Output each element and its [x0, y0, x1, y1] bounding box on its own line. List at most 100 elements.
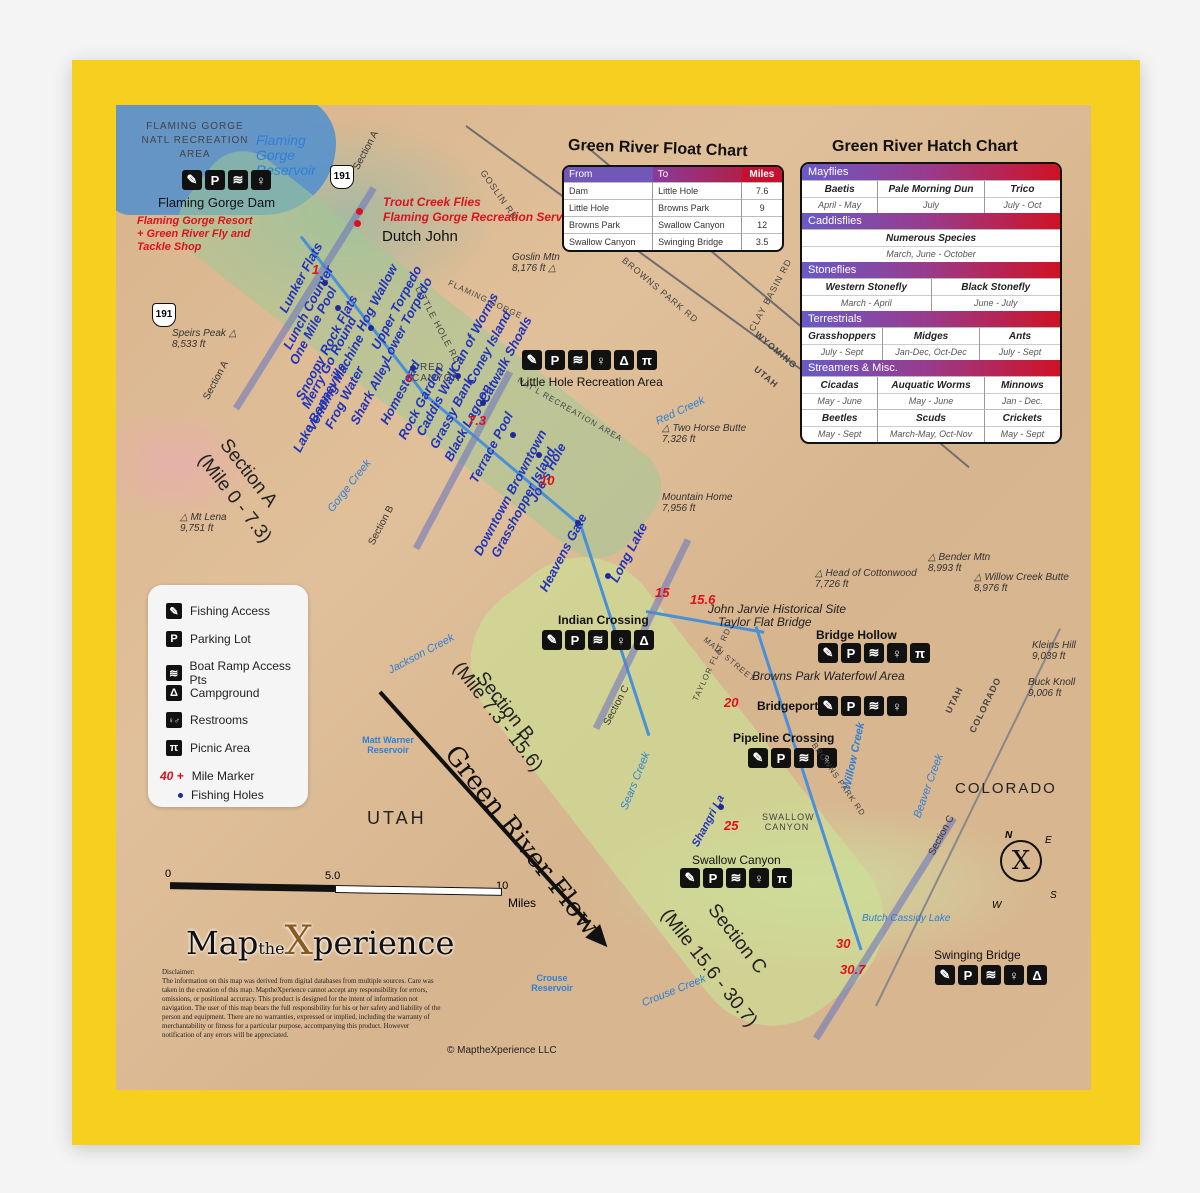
campground-icon: Δ: [166, 685, 182, 701]
fishing-access-icon: ✎: [818, 643, 838, 663]
restrooms-icon: ♀: [591, 350, 611, 370]
legend-item: ♀♂Restrooms: [166, 712, 248, 728]
us-191-shield: 191: [330, 165, 354, 189]
hatch-insect: Grasshoppers: [802, 328, 882, 345]
boat-ramp-icon: ≋: [864, 643, 884, 663]
compass-e: E: [1045, 835, 1052, 846]
fishing-hole-dot: [455, 373, 461, 379]
disclaimer-title: Disclaimer:: [162, 968, 195, 976]
place-taylor-flat-bridge: Taylor Flat Bridge: [718, 615, 812, 629]
fishing-access-icon: ✎: [182, 170, 202, 190]
hatch-insect: Scuds: [878, 410, 984, 427]
region-red-canyon: RED CANYON: [412, 362, 461, 384]
hatch-insect: Pale Morning Dun: [878, 181, 984, 198]
hatch-dates: July - Sept: [820, 347, 864, 357]
hatch-insect: Midges: [883, 328, 979, 345]
picnic-area-icon: π: [772, 868, 792, 888]
parking-icon: P: [841, 696, 861, 716]
mile-marker-5: 5: [406, 373, 413, 385]
float-to: Little Hole: [652, 182, 743, 200]
legend-label: Fishing Access: [190, 604, 271, 618]
hatch-dates: Jan-Dec, Oct-Dec: [895, 347, 967, 357]
boat-ramp-icon: ≋: [726, 868, 746, 888]
scale-tick-5: 5.0: [325, 870, 341, 882]
bridgeport-amenities: ✎ P ≋ ♀: [818, 696, 907, 716]
fishing-hole-dot-icon: [178, 792, 183, 798]
place-swinging-bridge: Swinging Bridge: [934, 948, 1021, 962]
region-utah: UTAH: [367, 808, 427, 828]
boat-ramp-icon: ≋: [794, 748, 814, 768]
restrooms-icon: ♀: [817, 748, 837, 768]
hatch-dates: July - Oct: [1003, 200, 1042, 210]
mile-marker-7-3: 7.3: [468, 413, 487, 428]
hatch-insect: Trico: [984, 181, 1060, 198]
hatch-dates: May - Sept: [1000, 429, 1045, 439]
float-to: Browns Park: [652, 199, 743, 217]
water-matt-warner: Matt Warner Reservoir: [362, 735, 414, 755]
float-miles: 7.6: [741, 182, 782, 200]
hatch-category-terrestrials: Terrestrials: [802, 311, 1060, 327]
disclaimer: Disclaimer: The information on this map …: [162, 968, 442, 1040]
copyright: © MaptheXperience LLC: [447, 1045, 557, 1056]
fishing-hole-dot: [605, 573, 611, 579]
fishing-hole-dot: [322, 280, 328, 286]
fishing-access-icon: ✎: [166, 603, 182, 619]
place-little-hole: Little Hole Recreation Area: [520, 375, 663, 389]
picnic-area-icon: π: [910, 643, 930, 663]
indian-crossing-amenities: ✎ P ≋ ♀ Δ: [542, 630, 654, 650]
hatch-category-streamers: Streamers & Misc.: [802, 360, 1060, 376]
compass-rose-icon: X: [1000, 840, 1042, 882]
hatch-dates: May - Sept: [817, 429, 862, 439]
parking-icon: P: [958, 965, 978, 985]
place-trout-creek: Trout Creek Flies: [383, 195, 481, 209]
legend-item: ≋ Boat Ramp Access Pts: [166, 659, 308, 687]
boat-ramp-icon: ≋: [166, 665, 182, 681]
float-row: Little Hole Browns Park 9: [564, 199, 782, 217]
fishing-access-icon: ✎: [935, 965, 955, 985]
bridge-hollow-amenities: ✎ P ≋ ♀ π: [818, 643, 930, 663]
legend-item: ✎ Fishing Access: [166, 603, 270, 619]
mile-marker-10: 10: [540, 473, 555, 488]
hatch-insect: Numerous Species: [802, 230, 1060, 247]
parking-icon: P: [565, 630, 585, 650]
place-swallow-canyon: Swallow Canyon: [692, 853, 781, 867]
place-browns-park-waterfowl: Browns Park Waterfowl Area: [752, 669, 905, 683]
hatch-insect: Crickets: [984, 410, 1060, 427]
picnic-area-icon: π: [166, 740, 182, 756]
fishing-access-icon: ✎: [522, 350, 542, 370]
scale-tick-0: 0: [165, 868, 172, 880]
float-chart: From To Miles Dam Little Hole 7.6 Little…: [562, 165, 784, 252]
hatch-dates: May - June: [908, 396, 954, 406]
fishing-hole-dot: [410, 365, 416, 371]
parking-icon: P: [703, 868, 723, 888]
place-pipeline-crossing: Pipeline Crossing: [733, 731, 835, 745]
hatch-dates: July: [922, 200, 939, 210]
hatch-insect: Auquatic Worms: [878, 377, 984, 394]
float-from: Little Hole: [564, 199, 654, 217]
parking-icon: P: [841, 643, 861, 663]
place-john-jarvie: John Jarvie Historical Site: [708, 602, 847, 616]
mile-marker-1: 1: [312, 262, 320, 277]
legend-label: Boat Ramp Access Pts: [189, 659, 291, 687]
compass-n: N: [1005, 830, 1013, 841]
hatch-dates: March - April: [840, 298, 892, 308]
restrooms-icon: ♀: [749, 868, 769, 888]
compass-s: S: [1050, 890, 1057, 901]
legend-item-fishing-holes: Fishing Holes: [178, 788, 264, 802]
disclaimer-body: The information on this map was derived …: [162, 977, 441, 1039]
